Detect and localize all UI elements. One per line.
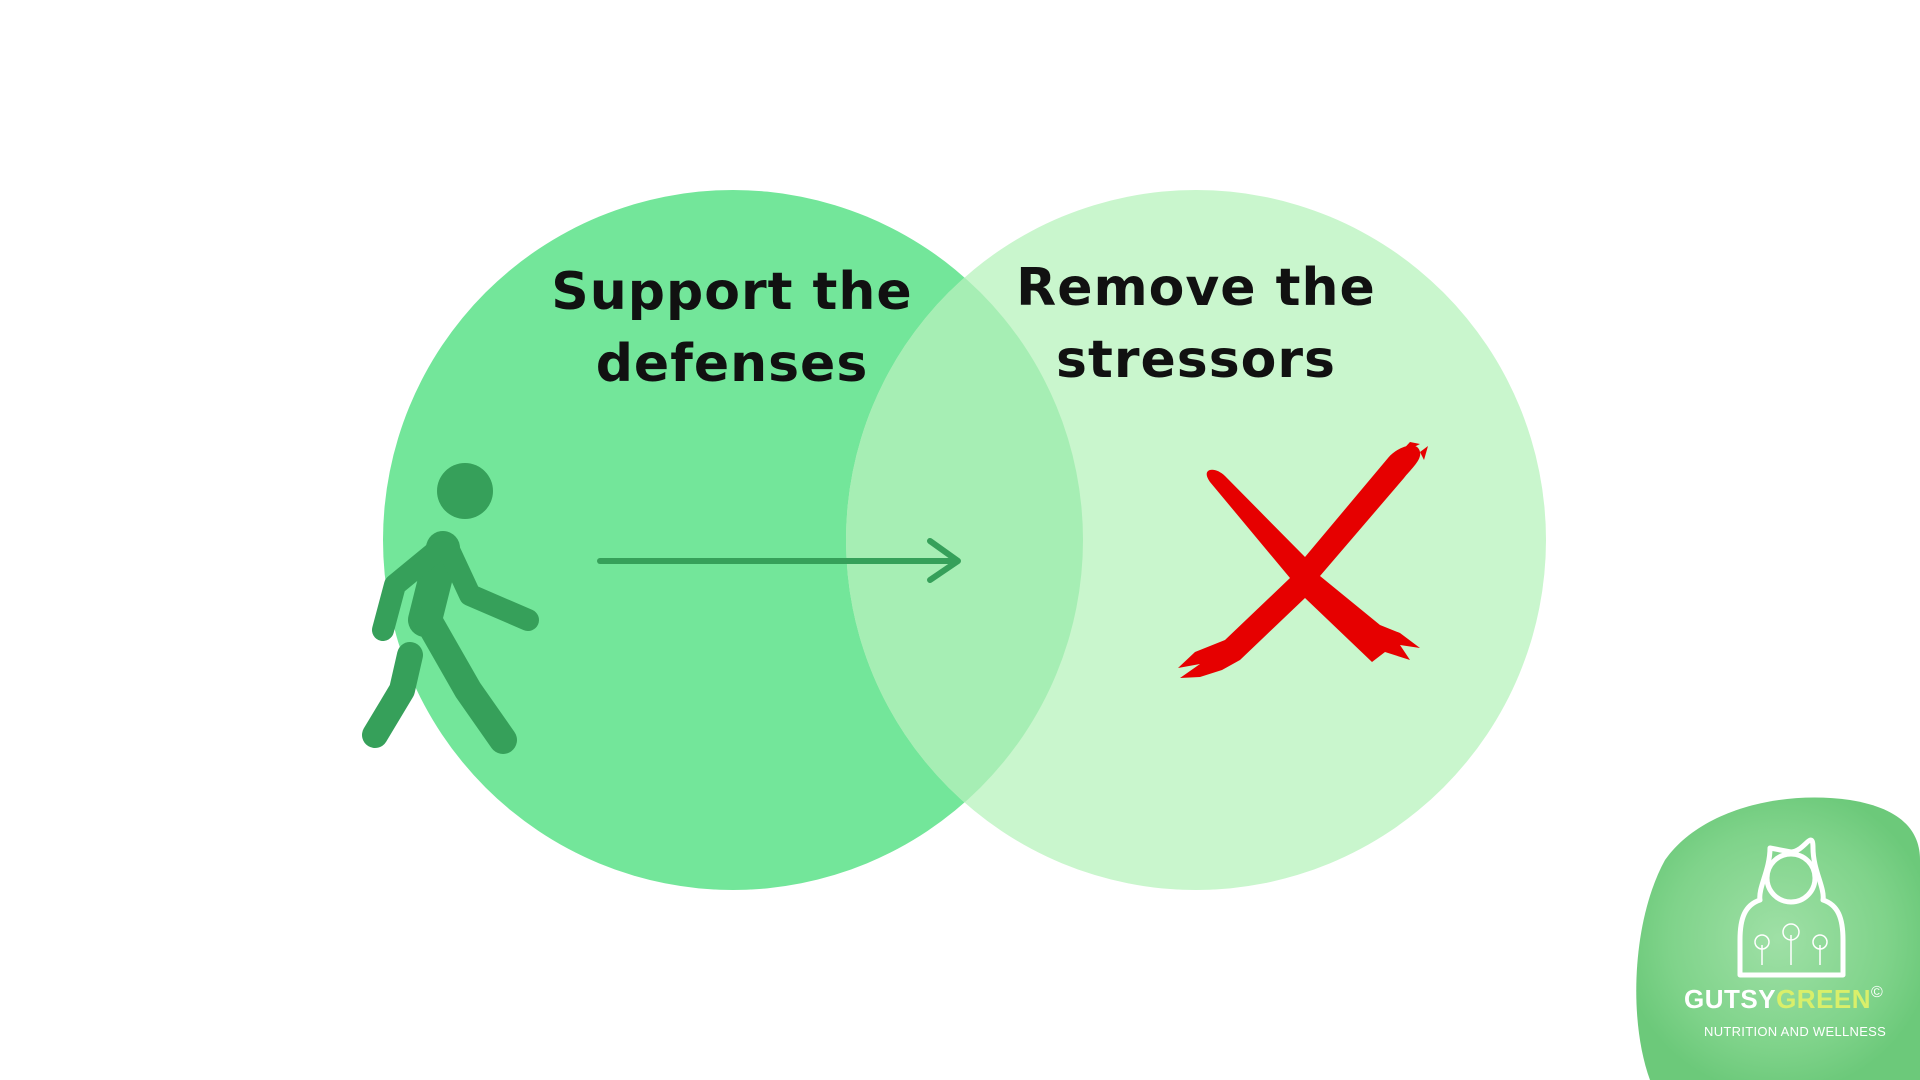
- arrow-right-icon: [597, 538, 961, 583]
- overlap-region: [846, 190, 1083, 890]
- left-circle-label: Support the defenses: [522, 256, 942, 400]
- left-label-line1: Support the: [551, 262, 913, 322]
- logo-name-part1: GUTSY: [1684, 984, 1777, 1014]
- left-label-line2: defenses: [595, 334, 869, 394]
- person-bust-dandelion-icon: [1737, 837, 1846, 978]
- right-circle-label: Remove the stressors: [986, 252, 1406, 396]
- right-label-line2: stressors: [1056, 330, 1336, 390]
- logo-brand-name: GUTSYGREEN©: [1684, 984, 1883, 1015]
- logo-background-blob: [1636, 797, 1920, 1080]
- walking-person-icon: [362, 463, 539, 754]
- logo-copyright: ©: [1871, 984, 1884, 1001]
- logo-tagline: NUTRITION AND WELLNESS: [1704, 1024, 1887, 1039]
- logo-name-part2: GREEN: [1776, 984, 1872, 1014]
- right-label-line1: Remove the: [1016, 258, 1376, 318]
- red-x-cross-icon: [1178, 442, 1428, 678]
